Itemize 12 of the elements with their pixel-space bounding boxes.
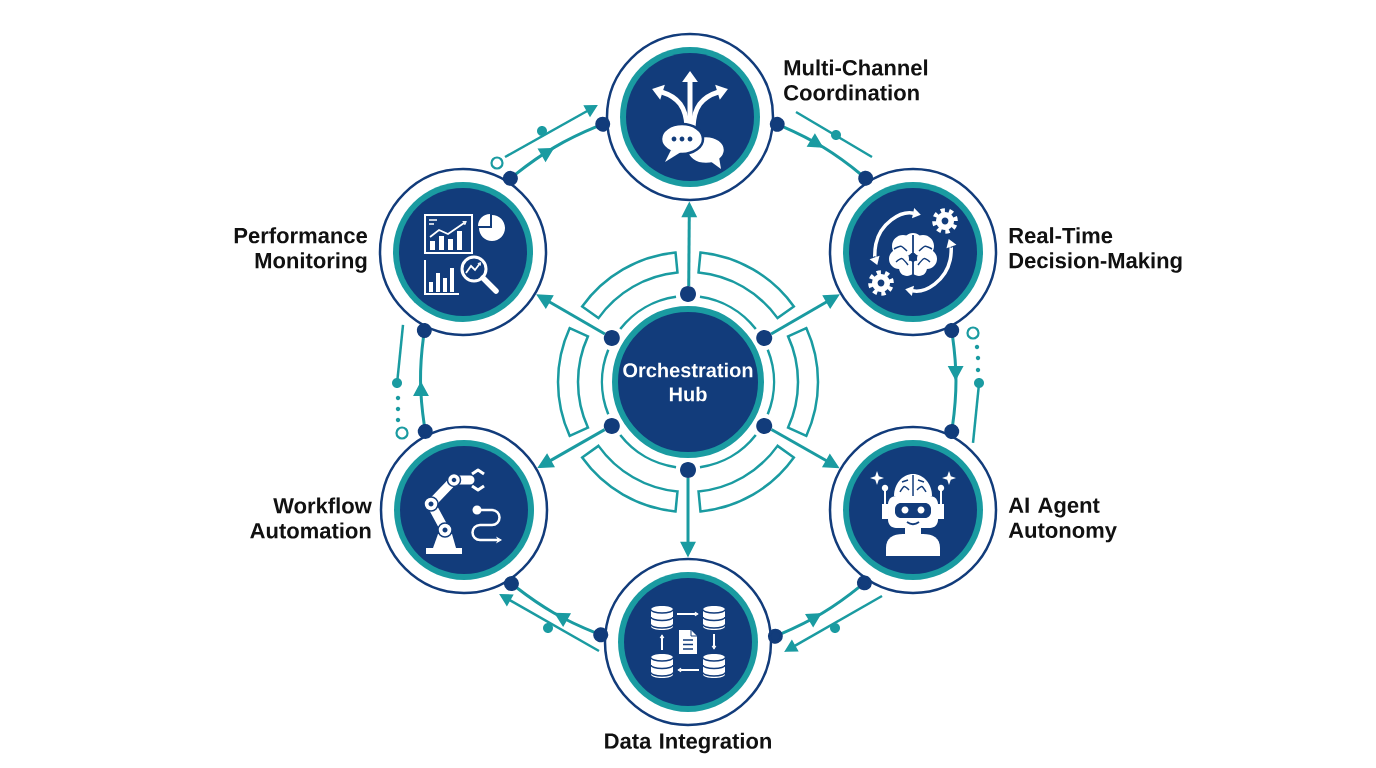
arrow: [503, 576, 609, 643]
node-label: Real-Time Decision-Making: [1009, 227, 1182, 273]
arrow: [502, 116, 611, 186]
node-label: Performance Monitoring: [234, 227, 368, 273]
arrow: [944, 323, 964, 439]
node-label: Data Integration: [605, 732, 771, 754]
node-label: Multi-Channel Coordination: [784, 59, 928, 101]
node-label: AI Agent Autonomy: [1008, 497, 1117, 543]
node-label: Workflow Automation: [250, 497, 372, 539]
arrow: [769, 116, 874, 186]
arrow: [413, 323, 433, 439]
arrow: [767, 575, 872, 644]
